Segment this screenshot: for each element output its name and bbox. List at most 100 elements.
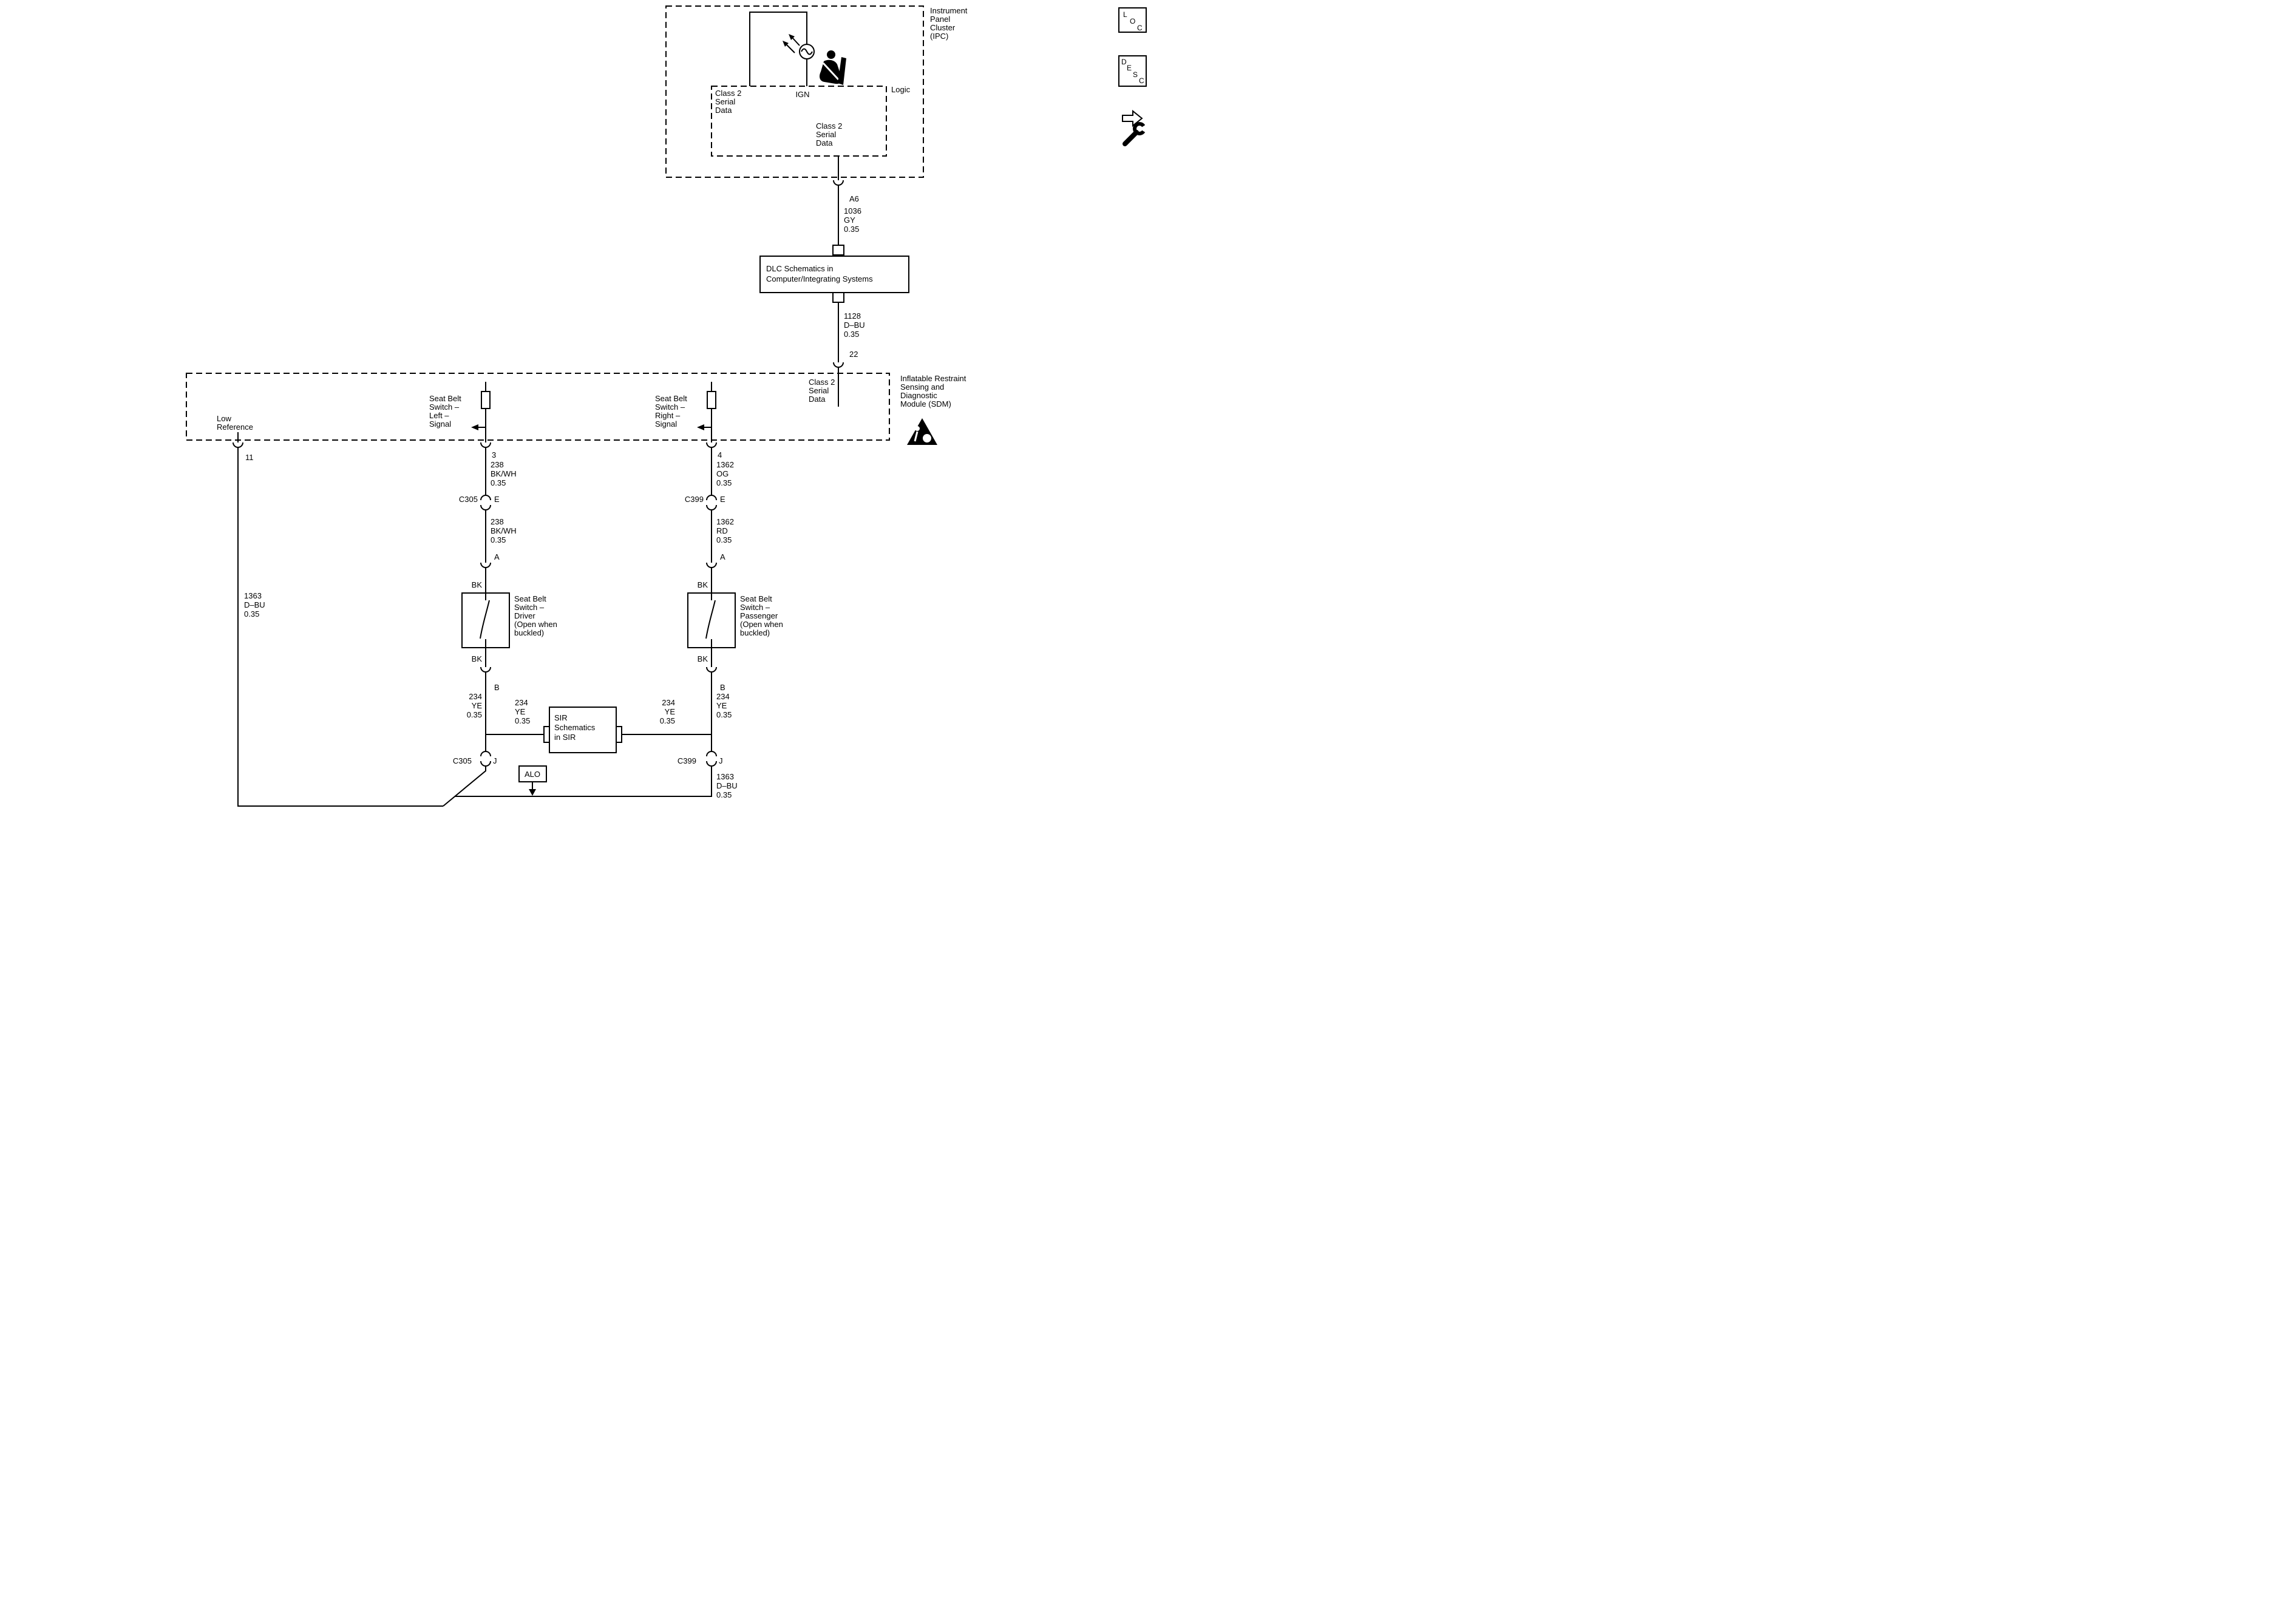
pin-label: 4 [718,450,722,459]
connector-name: C399 [685,495,704,504]
wire-label: OG [716,469,729,478]
wire-label: 234 [469,692,482,701]
loc-button[interactable]: L O C [1118,7,1147,33]
wire-color-label: BK [472,654,483,663]
connector-pin: E [720,495,725,504]
offpage-bracket [617,726,622,743]
wire-label: 0.35 [716,790,732,799]
pin-label: 22 [849,350,858,359]
inline-connector-arc [833,362,844,368]
switch-blade [480,593,490,648]
wire-label: 1036 [844,206,861,215]
inline-connector-arc [480,562,491,568]
wire-label: 238 [491,460,504,469]
connector-name: C305 [459,495,478,504]
ipc-block: Instrument Panel Cluster (IPC) Logic IGN… [665,5,968,178]
airbag-warning-icon [907,418,937,445]
wire-label: 0.35 [467,710,482,719]
wrench-arrows-button[interactable] [1122,109,1148,146]
lamp-ray-arrowhead [789,34,795,40]
wire-label: 238 [491,517,504,526]
inline-connector-arc [480,442,491,448]
sdm-dashed-box [186,373,890,441]
connector-arc [706,751,717,757]
connector-pin: B [720,683,725,692]
ipc-dashed-box [665,5,924,178]
low-reference-label: Reference [217,422,253,432]
wire-label: 0.35 [244,609,259,619]
wire-label: YE [472,701,483,710]
wire-label: 0.35 [491,478,506,487]
wire-label: 234 [716,692,730,701]
connector-arc [480,761,491,767]
lamp-filament [801,48,813,55]
class2-label: Class 2 [809,378,835,387]
left-signal-label: Left – [429,411,449,420]
wire-label: 1362 [716,517,734,526]
wiring-diagram-page: L O C D E S C Instrument Panel Cluster (… [0,0,1148,808]
sir-reference-label: in SIR [554,733,576,742]
wire-label: RD [716,526,728,535]
offpage-tab [832,292,844,303]
wire-label: 0.35 [716,535,732,544]
sdm-title: Sensing and [900,382,944,392]
wire-color-label: BK [698,580,708,589]
loc-letter: O [1130,17,1135,25]
desc-letter: S [1133,70,1138,79]
wrench-notch [1140,123,1148,134]
inline-connector-arc [233,442,243,448]
alo-callout: ALO [518,765,547,796]
wire-label: D–BU [716,781,738,790]
wire-label: 0.35 [716,710,732,719]
right-signal-label: Signal [655,419,677,429]
desc-button-frame [1118,55,1147,87]
left-signal-label: Switch – [429,402,460,412]
dlc-reference-label: Computer/Integrating Systems [766,274,873,283]
passenger-circuit: 4 1362 OG 0.35 C399 E 1362 RD 0.35 A BK … [455,440,783,799]
class2-label: Data [816,138,833,147]
ipc-logic-dashed-box [711,86,887,157]
alo-label: ALO [525,770,540,779]
passenger-switch-label: (Open when [740,620,783,629]
connector-arc [706,504,717,510]
inline-connector-arc [833,180,844,186]
inline-connector-arc [706,666,717,673]
offpage-tab [832,245,844,256]
connector-arc [480,751,491,757]
wire-label: BK/WH [491,526,517,535]
lamp-ray-arrowhead [783,41,789,47]
desc-letter: D [1121,58,1127,66]
wire-label: GY [844,215,855,225]
lamp-ray [786,44,795,53]
connector-name: C399 [678,756,696,765]
wiring-diagram: L O C D E S C Instrument Panel Cluster (… [186,5,1148,807]
wire-label: 234 [515,698,528,707]
lamp-wire [749,12,807,86]
right-signal-label: Seat Belt [655,394,687,403]
connector-pin: J [719,756,723,765]
class2-label: Data [715,106,732,115]
desc-letter: C [1139,76,1144,85]
connector-arc [480,504,491,510]
wire [237,447,443,807]
signal-arrowhead [697,424,704,430]
connector-arc [480,495,491,501]
quick-nav-toolbar: L O C D E S C [1118,7,1148,146]
wire-label: 0.35 [844,225,859,234]
ipc-title: Panel [930,15,950,24]
desc-button[interactable]: D E S C [1118,55,1147,87]
class2-label: Serial [715,97,735,106]
sdm-title: Diagnostic [900,391,937,400]
alo-box [518,765,547,782]
passenger-switch-label: Seat Belt [740,594,772,603]
loc-button-frame [1118,7,1147,33]
low-reference-label: Low [217,414,231,423]
wire-label: 1363 [244,591,262,600]
class2-wire-chain: A6 1036 GY 0.35 DLC Schematics in Comput… [759,156,909,407]
sir-reference: 234 YE 0.35 SIR Schematics in SIR 234 YE… [486,698,712,753]
driver-switch-label: buckled) [514,628,544,637]
connector-pin: B [494,683,500,692]
wire [443,766,486,807]
connector-pin: J [493,756,497,765]
arrow-icon [1122,109,1143,127]
